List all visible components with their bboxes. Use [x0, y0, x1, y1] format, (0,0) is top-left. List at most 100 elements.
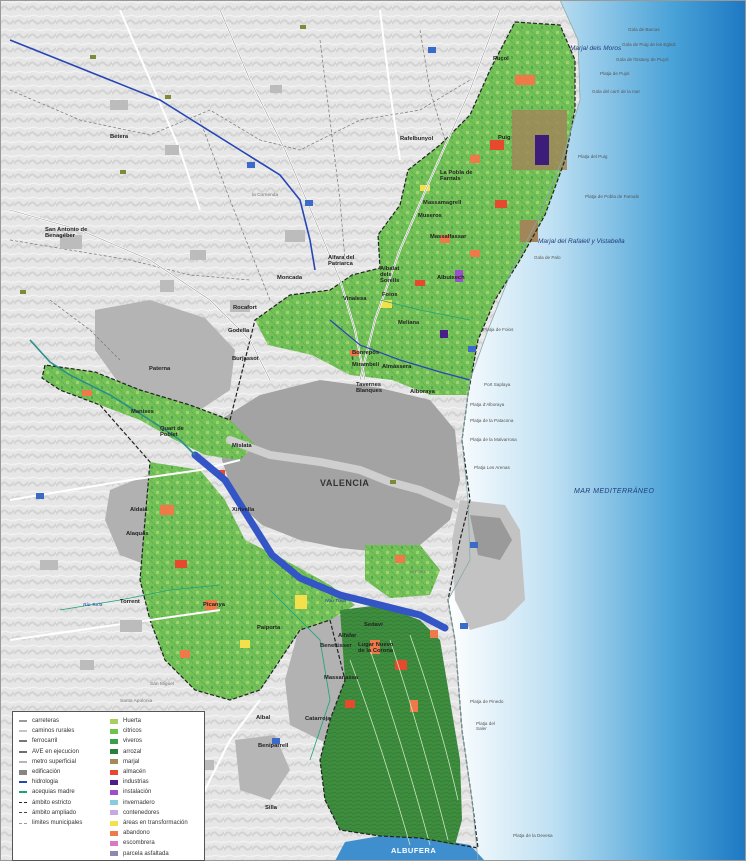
- legend-swatch: [110, 718, 118, 724]
- beach-label: Platja del Saler: [476, 721, 495, 731]
- legend-swatch: [19, 740, 27, 743]
- legend-swatch: [19, 760, 27, 763]
- town-label: Alboraya: [410, 389, 435, 395]
- legend-item: edificación: [19, 767, 60, 777]
- town-label: Vinalesa: [343, 296, 367, 302]
- town-label: Massalfassar: [430, 234, 467, 240]
- legend-label: ferrocarril: [32, 738, 58, 745]
- legend-label: ámbito estricto: [32, 799, 72, 806]
- legend-item: carreteras: [19, 716, 59, 726]
- legend-item: instalación: [110, 787, 151, 797]
- town-label: Meliana: [398, 320, 420, 326]
- beach-label: Gola de Barcas: [628, 27, 660, 32]
- marsh-label: Marjal dels Moros: [570, 45, 622, 52]
- town-label: Museros: [418, 213, 442, 219]
- legend-swatch: [110, 810, 118, 816]
- town-label: Xirivella: [232, 507, 255, 513]
- town-label: Albuixech: [437, 275, 465, 281]
- beach-label: Platja Les Arenas: [474, 465, 510, 470]
- town-label: Massanassa: [324, 675, 359, 681]
- legend-item: ferrocarril: [19, 736, 57, 746]
- city-label: VALENCIA: [320, 478, 370, 488]
- town-label: Puig: [498, 135, 511, 141]
- legend-swatch: [110, 769, 118, 775]
- town-label: Torrent: [120, 599, 140, 605]
- legend-label: escombrera: [123, 840, 155, 847]
- legend-item: industrias: [110, 777, 149, 787]
- legend-label: invernadero: [123, 799, 155, 806]
- legend-item: ámbito estricto: [19, 798, 71, 808]
- legend-item: abandono: [110, 828, 150, 838]
- town-label: Bonrepòs i Mirambell: [352, 350, 380, 368]
- town-label: Picanya: [203, 602, 225, 608]
- town-label: Foios: [382, 292, 398, 298]
- legend-swatch: [110, 851, 118, 857]
- legend-label: parcela asfaltada: [123, 850, 169, 857]
- beach-label: Platja d'Alboraya: [470, 402, 505, 407]
- town-label: Tavernes Blanques: [356, 382, 383, 394]
- legend-label: caminos rurales: [32, 728, 75, 735]
- legend-label: Huerta: [123, 718, 142, 724]
- legend-item: caminos rurales: [19, 726, 74, 736]
- town-label: Godella: [228, 328, 250, 334]
- town-label: Bétera: [110, 134, 129, 140]
- legend-item: escombrera: [110, 838, 155, 848]
- legend-swatch: [19, 730, 27, 733]
- legend-swatch: [19, 822, 27, 824]
- legend-item: arrozal: [110, 747, 141, 757]
- marsh-label: Marjal del Rafalell y Vistabella: [538, 238, 625, 245]
- legend-item: metro superficial: [19, 757, 76, 767]
- place-label: San Miguel: [150, 682, 174, 687]
- legend-label: almacén: [123, 769, 146, 775]
- beach-label: Port Saplaya: [484, 382, 511, 387]
- town-label: Paterna: [149, 366, 171, 372]
- beach-label: Gola de l'Estany de Puçol: [616, 57, 669, 62]
- town-label: Moncada: [277, 275, 303, 281]
- legend-swatch: [19, 791, 27, 794]
- legend-swatch: [19, 781, 27, 784]
- town-label: Burjassot: [232, 356, 259, 362]
- beach-label: Platja de Pujol: [600, 71, 630, 76]
- legend-label: industrias: [123, 779, 149, 786]
- legend-label: metro superficial: [32, 758, 77, 765]
- town-label: Alaquàs: [126, 531, 149, 537]
- legend-item: citricos: [110, 726, 142, 736]
- legend-label: carreteras: [32, 718, 60, 724]
- legend-swatch: [110, 800, 118, 806]
- legend-swatch: [110, 820, 118, 826]
- legend-label: acequias madre: [32, 789, 75, 796]
- legend-swatch: [110, 830, 118, 836]
- beach-label: Gola de Palo: [534, 255, 561, 260]
- legend-swatch: [19, 720, 27, 722]
- town-label: Albalat dels Sorells: [380, 266, 400, 284]
- legend-label: viveros: [123, 738, 143, 745]
- beach-label: Platja del Puig: [578, 154, 608, 159]
- legend-item: áreas en transformación: [110, 818, 188, 828]
- town-label: La Pobla de Farnals: [440, 170, 473, 182]
- town-label: Quart de Poblet: [160, 426, 184, 438]
- legend-label: limites municipales: [32, 820, 83, 826]
- beach-label: Platja de la Patacona: [470, 418, 514, 423]
- legend-swatch: [19, 812, 27, 814]
- legend-swatch: [19, 769, 27, 775]
- place-label: la Cornenda: [252, 193, 279, 198]
- town-label: Aldaia: [130, 507, 148, 513]
- legend-label: AVE en ejecucion: [32, 748, 79, 755]
- river-label: Río Turia: [83, 603, 103, 608]
- town-label: Alfafar: [338, 633, 357, 639]
- legend-item: parcela asfaltada: [110, 849, 169, 859]
- town-label: San Antonio de Benagéber: [45, 227, 88, 239]
- beach-label: Gola del carrí de la mar: [592, 89, 640, 94]
- legend-label: contenedores: [123, 809, 160, 816]
- legend-swatch: [110, 789, 118, 795]
- legend-swatch: [110, 840, 118, 846]
- beach-label: Platja de Foios: [483, 327, 514, 332]
- legend-label: marjal: [123, 758, 140, 765]
- legend-label: instalación: [123, 789, 152, 796]
- town-label: Albal: [256, 715, 271, 721]
- beach-label: Platja de la Malvarrosa: [470, 437, 517, 442]
- town-label: Sedaví: [364, 622, 383, 628]
- legend-swatch: [110, 738, 118, 744]
